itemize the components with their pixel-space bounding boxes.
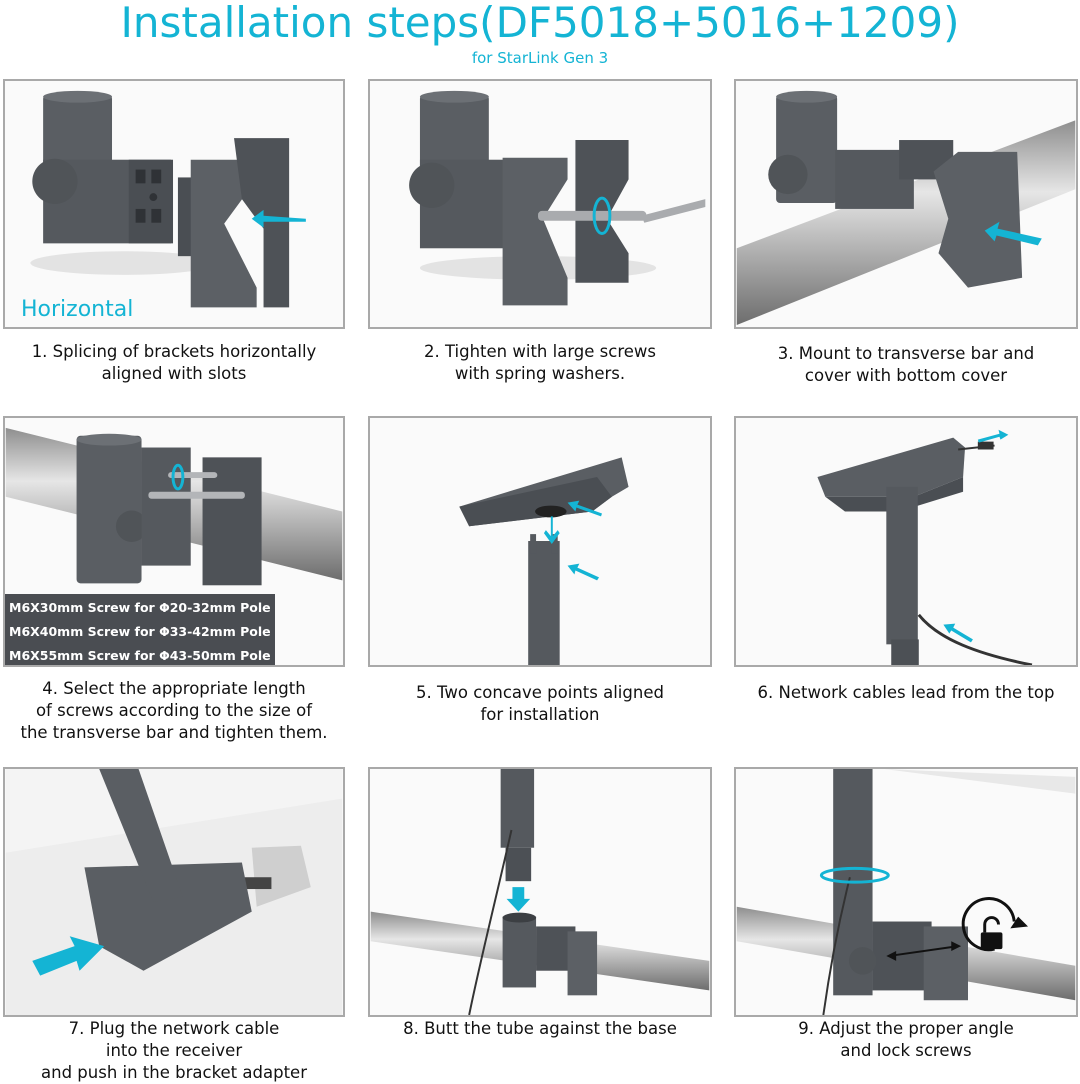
step-2-caption: 2. Tighten with large screws with spring…: [423, 342, 657, 383]
insert-arrow-icon: [251, 209, 306, 228]
bracket-elbow-icon: [30, 90, 306, 308]
screw-row: M6X40mm Screw for Φ33-42mm Pole: [9, 624, 271, 639]
step-2-image: [368, 79, 712, 329]
bracket-elbow-icon: [419, 94, 489, 174]
mast-tube-icon: [528, 541, 560, 665]
mast-tube-icon: [886, 486, 918, 645]
step-3-image: [734, 79, 1078, 329]
step-9-image: [734, 767, 1078, 1017]
lock-icon: [980, 932, 1003, 950]
clamp-plate-icon: [502, 157, 568, 306]
step-5-image: [368, 416, 712, 667]
mast-tube-icon: [99, 769, 183, 902]
step-5-caption: 5. Two concave points aligned for instal…: [416, 683, 664, 724]
screw-size-table: M6X30mm Screw for Φ20-32mm Pole M6X40mm …: [5, 594, 275, 665]
step-3-caption: 3. Mount to transverse bar and cover wit…: [777, 344, 1035, 385]
rotate-arrow-icon: [819, 866, 890, 884]
double-arrow-icon: [889, 945, 959, 957]
step-6-image: [734, 416, 1078, 667]
down-arrow-icon: [506, 887, 531, 912]
step-9-caption: 9. Adjust the proper angle and lock scre…: [798, 1019, 1014, 1060]
rotate-arrow-icon: [171, 463, 185, 491]
push-arrow-icon: [32, 936, 105, 976]
mount-plate-icon: [817, 437, 966, 497]
horizontal-label: Horizontal: [21, 297, 134, 322]
step-7-caption: 7. Plug the network cable into the recei…: [41, 1019, 307, 1082]
screw-row: M6X55mm Screw for Φ43-50mm Pole: [9, 648, 271, 663]
insert-arrow-icon: [984, 221, 1042, 246]
step-8-caption: 8. Butt the tube against the base: [403, 1019, 677, 1038]
hex-key-icon: [538, 210, 647, 221]
page-subtitle: for StarLink Gen 3: [471, 49, 609, 67]
step-6-caption: 6. Network cables lead from the top: [757, 683, 1055, 702]
hex-key-icon: [148, 491, 245, 499]
screw-row: M6X30mm Screw for Φ20-32mm Pole: [9, 600, 271, 615]
page-title: Installation steps(DF5018+5016+1209): [120, 0, 960, 47]
step-8-image: [368, 767, 712, 1017]
align-arrow-icon: [543, 516, 560, 544]
step-7-image: [3, 767, 345, 1017]
mast-tube-icon: [500, 769, 535, 848]
step-1-image: Horizontal: [3, 79, 345, 329]
step-1-caption: 1. Splicing of brackets horizontally ali…: [31, 342, 317, 383]
step-4-image: M6X30mm Screw for Φ20-32mm Pole M6X40mm …: [3, 416, 345, 667]
network-cable-icon: [917, 613, 1033, 665]
clamp-plate-icon: [190, 159, 257, 308]
step-4-caption: 4. Select the appropriate length of scre…: [20, 679, 328, 742]
rotate-arrow-icon: [592, 196, 612, 235]
bottom-cover-icon: [933, 151, 1023, 288]
